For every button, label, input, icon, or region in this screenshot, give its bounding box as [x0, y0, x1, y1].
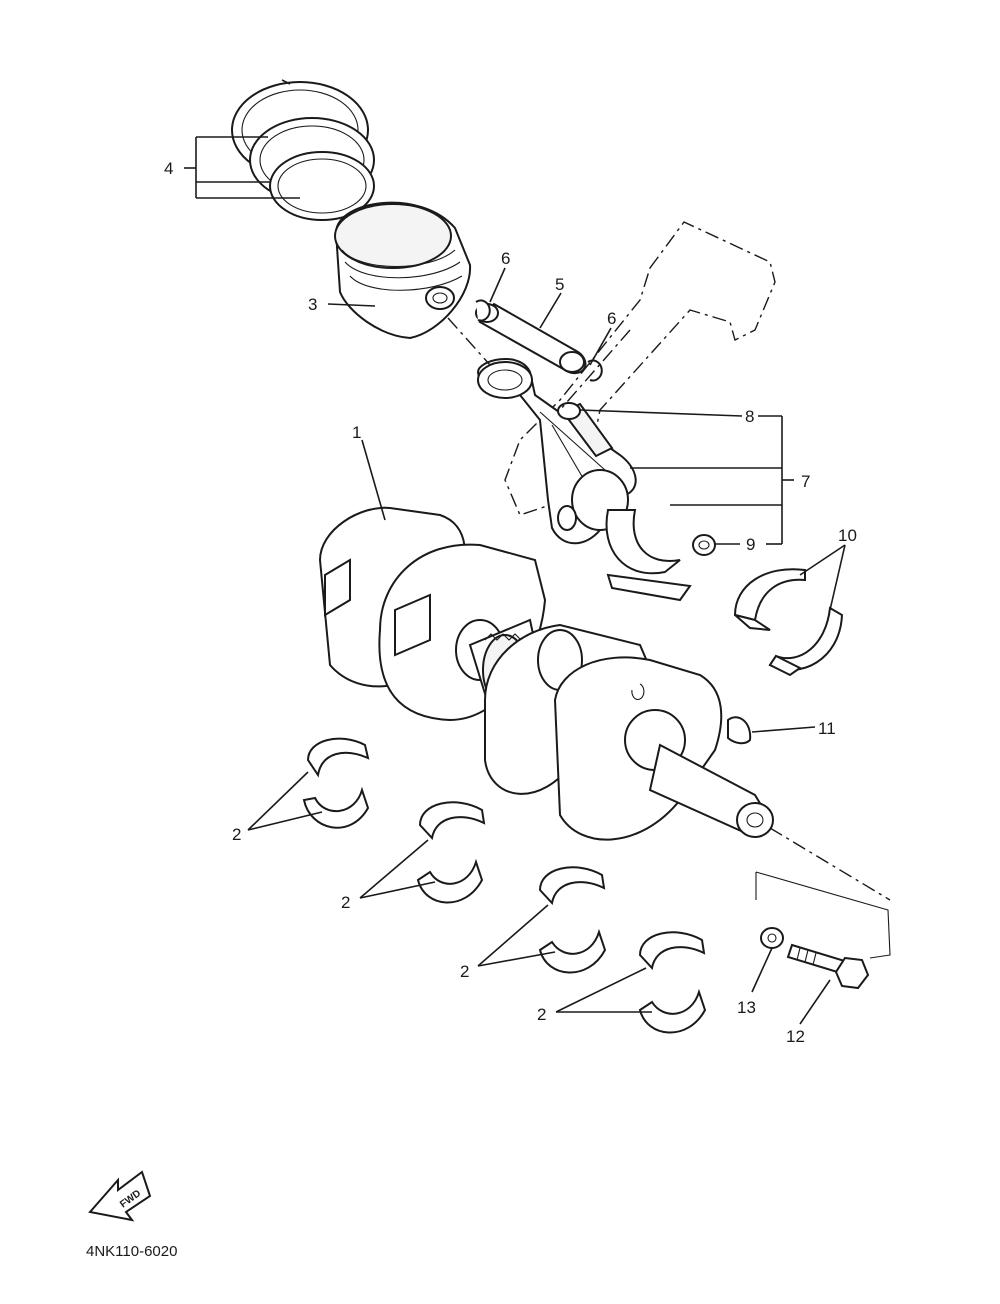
- callout-7: 7: [801, 472, 810, 491]
- drawing-code: 4NK110-6020: [86, 1243, 177, 1260]
- callout-2: 2: [341, 893, 350, 912]
- forward-direction-arrow: FWD: [88, 1170, 152, 1222]
- bolt-reference-box: [755, 871, 891, 959]
- callout-6: 6: [607, 309, 616, 328]
- callout-8: 8: [745, 407, 754, 426]
- woodruff-key: [727, 716, 752, 745]
- crankshaft-washer: [760, 927, 784, 949]
- callout-12: 12: [786, 1027, 805, 1046]
- piston-ring-set: [231, 79, 375, 221]
- rod-bearing-lower: [605, 509, 692, 602]
- callout-13: 13: [737, 998, 756, 1017]
- main-bearing-pair-3: [538, 866, 607, 974]
- callout-10: 10: [838, 526, 857, 545]
- callout-11: 11: [818, 719, 836, 738]
- callout-9: 9: [746, 535, 755, 554]
- piston: [334, 201, 472, 340]
- main-bearing-pair-2: [416, 801, 486, 904]
- crankpin-bearing-lower: [768, 606, 844, 677]
- assembly-centerlines: [447, 317, 891, 901]
- callout-2: 2: [537, 1005, 546, 1024]
- callout-2: 2: [232, 825, 241, 844]
- main-bearing-pair-1: [302, 737, 370, 829]
- piston-pin-clip-left: [475, 299, 491, 322]
- callout-3: 3: [308, 295, 317, 314]
- leader-lines: [184, 136, 846, 1025]
- crankpin-bearing-upper: [733, 568, 806, 631]
- crankshaft-bolt: [786, 943, 870, 990]
- main-bearing-pair-4: [638, 931, 707, 1034]
- callout-4: 4: [164, 159, 173, 178]
- connecting-rod-nut: [692, 534, 716, 556]
- callout-2: 2: [460, 962, 469, 981]
- callout-5: 5: [555, 275, 564, 294]
- callout-1: 1: [352, 423, 361, 442]
- crankshaft: [318, 506, 774, 841]
- callout-6: 6: [501, 249, 510, 268]
